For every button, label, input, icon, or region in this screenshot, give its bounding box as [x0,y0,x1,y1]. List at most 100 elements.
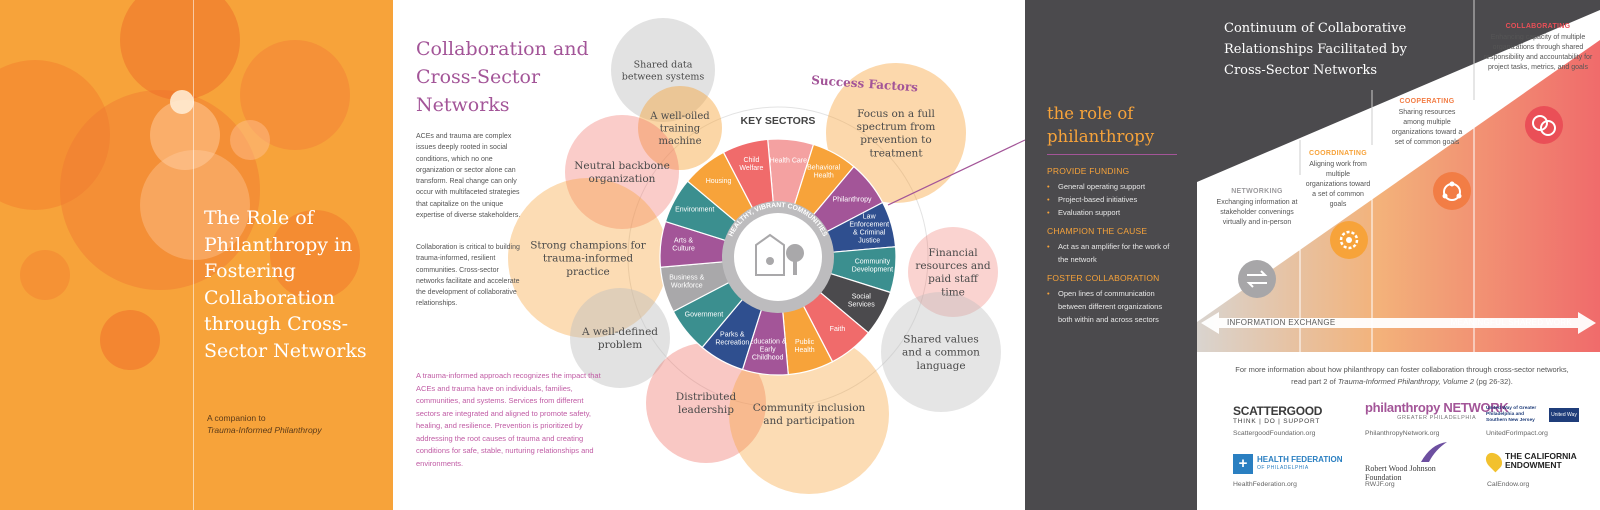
center-core [734,213,822,301]
sector-label: Health Care [770,158,807,165]
rwjf-link[interactable]: RWJF.org [1365,481,1395,488]
section-heading: CHAMPION THE CAUSE [1047,226,1148,236]
united-way-logo: United Way of Greater Philadelphia and S… [1486,406,1537,423]
growth-wedge [1197,40,1600,352]
divider-line [1047,154,1177,155]
stage-heading: NETWORKING [1231,188,1283,195]
stage-coordinating: COORDINATING Aligning work from multiple… [1305,150,1371,210]
map-pin-icon [1482,449,1506,473]
list-item: •Project-based initiatives [1047,195,1138,204]
bullet-icon: • [1047,195,1050,204]
stage-networking: NETWORKING Exchanging information at sta… [1213,188,1301,228]
connector-line [887,139,1025,206]
bullet-icon: • [1047,208,1050,217]
role-panel: the role of philanthropy PROVIDE FUNDING… [1025,0,1197,510]
stage-heading: COORDINATING [1309,150,1367,157]
scattergood-link[interactable]: ScattergoodFoundation.org [1233,430,1316,437]
collaboration-paragraph: Collaboration is critical to building tr… [416,244,520,308]
united-way-badge: United Way [1549,408,1579,422]
rwjf-logo: Robert Wood Johnson Foundation [1365,464,1436,482]
stage-description: Sharing resources among multiple organiz… [1391,109,1463,146]
house-icon [755,233,785,276]
sector-label: Environment [675,206,714,213]
divider-line [193,0,194,510]
health-federation-link[interactable]: HealthFederation.org [1233,481,1297,488]
bullet-icon: • [1047,242,1050,251]
section-title: Collaboration and Cross-Sector Networks [416,38,589,116]
arrow-label-right: MEANINGFUL SHARED WORK [1450,318,1572,327]
list-item: •Evaluation support [1047,208,1121,217]
success-factor-bubble [881,292,1001,412]
role-title: the role of philanthropy [1047,104,1155,146]
rwjf-swoosh-icon [1421,442,1447,462]
key-sectors-label: KEY SECTORS [741,115,816,127]
stage-description: Enhancing capacity of multiple organizat… [1483,34,1593,71]
double-arrow [1201,312,1596,334]
list-item: •General operating support [1047,182,1146,191]
plus-icon: + [1233,454,1253,474]
gear-icon [1330,221,1368,259]
stage-description: Aligning work from multiple organization… [1305,161,1371,208]
united-way-link[interactable]: UnitedForImpact.org [1486,430,1548,437]
cover-subtitle-italic: Trauma-Informed Philanthropy [207,425,322,435]
arrows-exchange-icon [1238,260,1276,298]
sector-label: Parks &Recreation [715,331,749,346]
bullet-icon: • [1047,182,1050,191]
tree-icon [786,244,804,262]
stage-heading: COLLABORATING [1505,23,1571,30]
bullet-icon: • [1047,289,1050,298]
sector-label: Housing [706,178,732,185]
section-heading: PROVIDE FUNDING [1047,166,1130,176]
decorative-circle [100,310,160,370]
stage-heading: COOPERATING [1399,98,1455,105]
continuum-panel: Continuum of Collaborative Relationships… [1197,0,1600,510]
decorative-circle [230,120,270,160]
continuum-title: Continuum of Collaborative Relationships… [1224,21,1407,78]
trauma-informed-paragraph: A trauma-informed approach recognizes th… [416,371,601,468]
continuum-graphic [1197,0,1600,352]
stage-cooperating: COOPERATING Sharing resources among mult… [1387,98,1467,148]
decorative-circle [20,250,70,300]
list-item: •Open lines of communication between dif… [1047,289,1163,324]
success-factor-bubble [908,227,998,317]
arrow-label-left: INFORMATION EXCHANGE [1227,318,1336,327]
decorative-circle [270,210,360,300]
section-heading: FOSTER COLLABORATION [1047,273,1160,283]
list-item: •Act as an amplifier for the work of the… [1047,242,1170,264]
intro-paragraph: ACEs and trauma are complex issues deepl… [416,133,521,220]
sector-label: Faith [830,326,846,333]
more-info-text: For more information about how philanthr… [1235,365,1569,386]
decorative-circle [170,90,194,114]
success-factor-bubble [826,63,966,203]
cover-subtitle: A companion to [207,413,266,423]
scattergood-logo: SCATTERGOOD THINK | DO | SUPPORT [1233,404,1323,425]
decorative-circle [120,0,240,100]
sector-label: Arts &Culture [672,238,695,253]
stage-collaborating: COLLABORATING Enhancing capacity of mult… [1479,23,1597,73]
dark-header-shape [1197,0,1600,182]
philanthropy-network-link[interactable]: PhilanthropyNetwork.org [1365,430,1440,437]
success-factor-bubble [611,18,715,122]
sector-label: Government [685,311,724,318]
cover-panel: The Role of Philanthropy in Fostering Co… [0,0,393,510]
success-factor-bubble [638,86,722,170]
california-endowment-link[interactable]: CalEndow.org [1487,481,1530,488]
philanthropy-network-logo: philanthropy NETWORK GREATER PHILADELPHI… [1365,400,1509,421]
